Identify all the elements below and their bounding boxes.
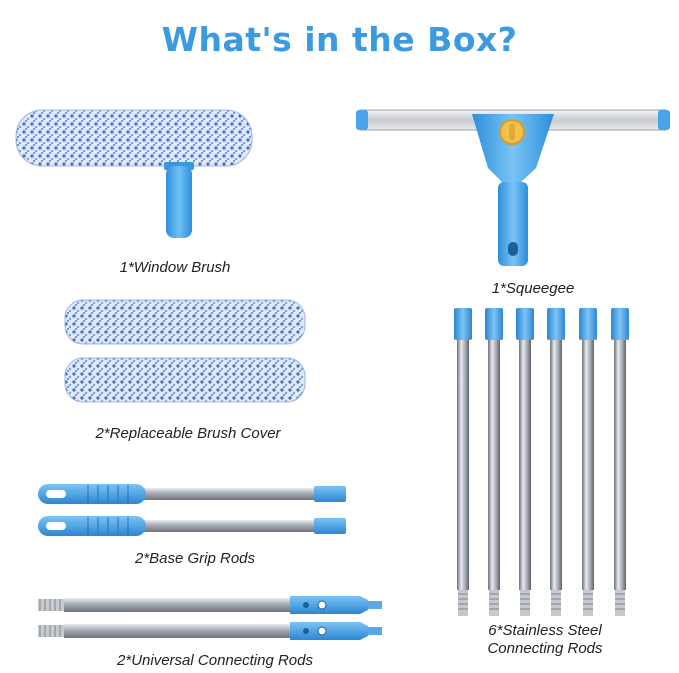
squeegee-label: 1*Squeegee [491, 280, 575, 297]
brush-cover-label: 2*Replaceable Brush Cover [95, 425, 281, 442]
steel-rods-label-line1: 6*Stainless Steel [488, 622, 602, 639]
brush-cover-bottom-image [64, 356, 306, 404]
steel-rods-image [448, 308, 638, 618]
base-grip-rods-label: 2*Base Grip Rods [134, 550, 256, 567]
universal-rods-label: 2*Universal Connecting Rods [117, 652, 313, 669]
brush-cover-top-image [64, 298, 306, 346]
steel-rods-label-line2: Connecting Rods [487, 640, 603, 657]
page-title: What's in the Box? [161, 20, 518, 59]
base-grip-rods-image [38, 484, 350, 544]
squeegee-image [354, 104, 674, 274]
window-brush-label: 1*Window Brush [119, 259, 231, 276]
universal-rods-image [38, 596, 384, 646]
window-brush-image [14, 106, 254, 241]
